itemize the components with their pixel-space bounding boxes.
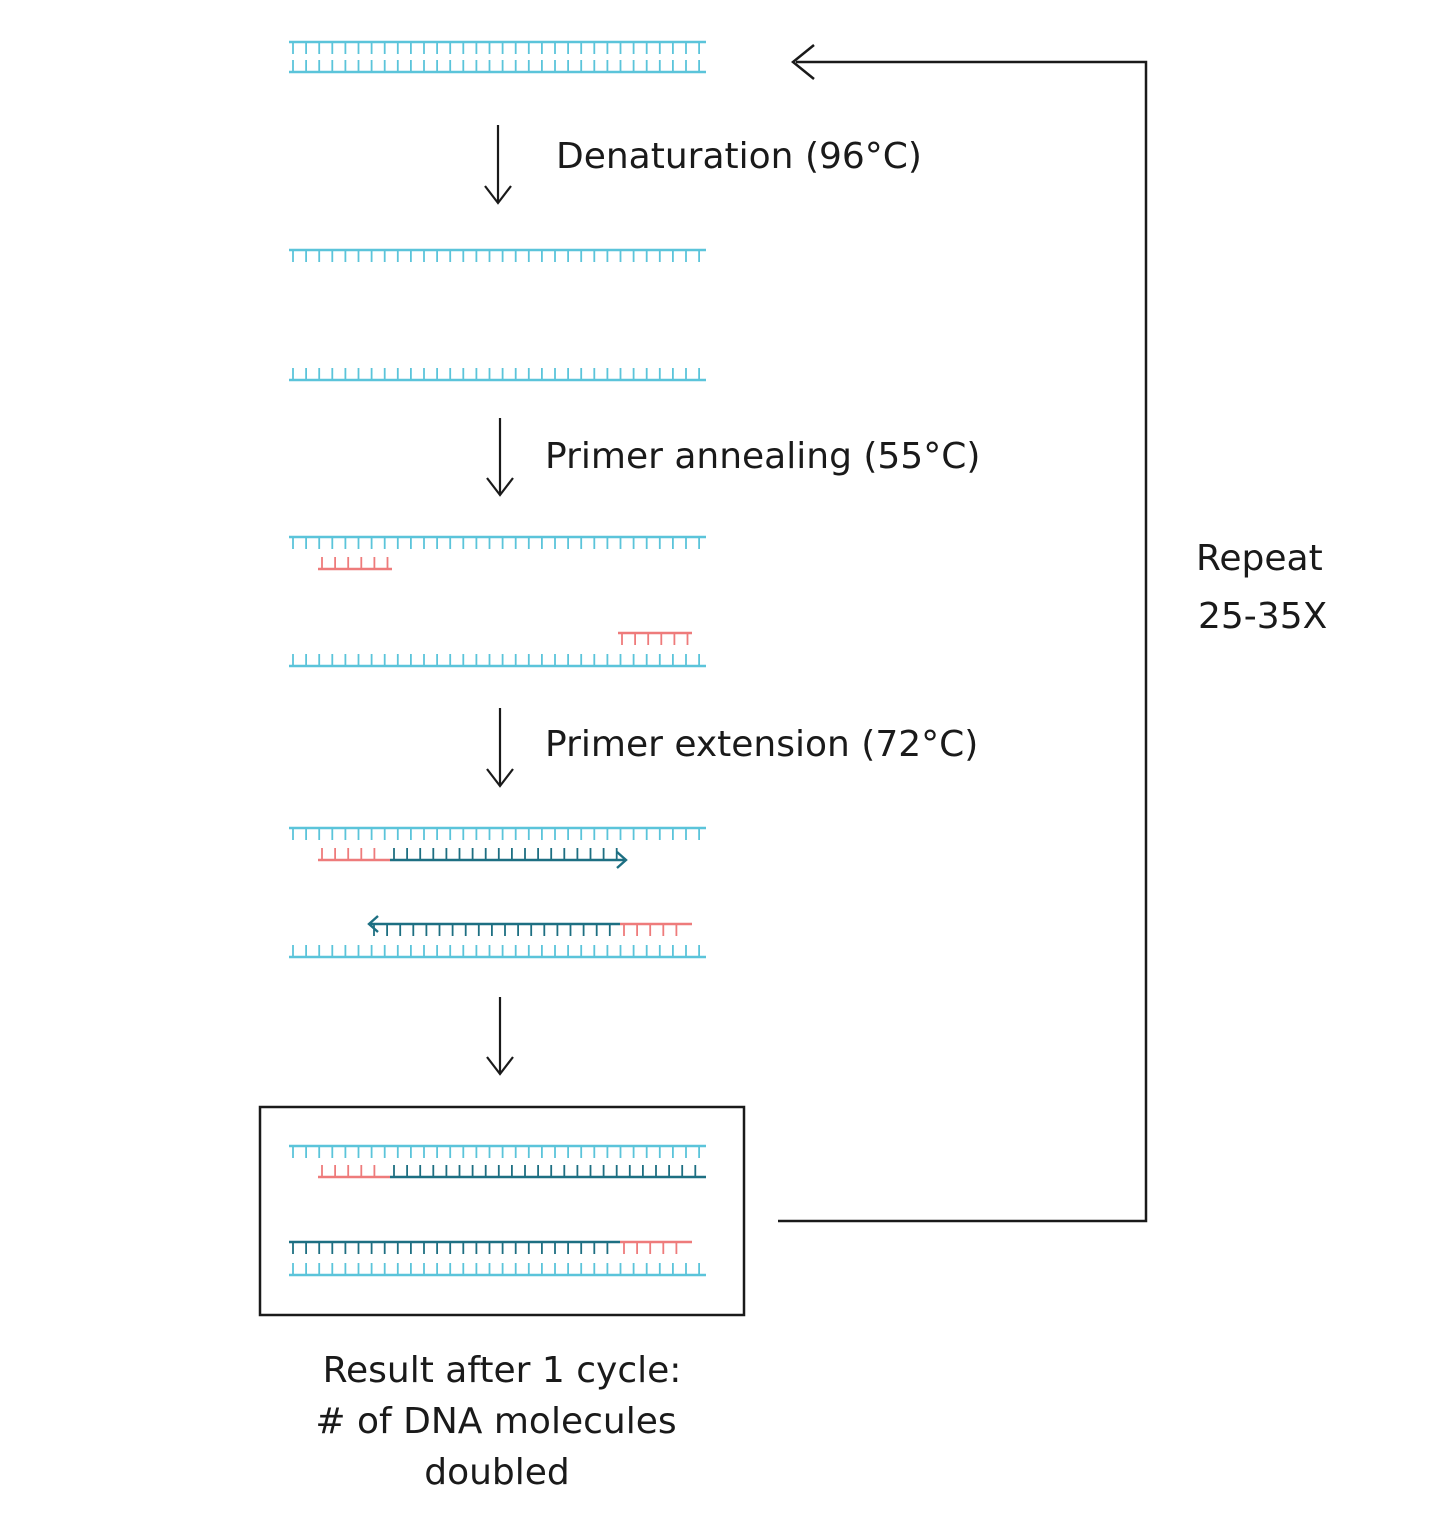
new-strand-reverse — [370, 922, 620, 936]
forward-primer — [318, 557, 392, 571]
template-strand-bottom — [289, 60, 706, 74]
result-caption-line3: doubled — [424, 1452, 570, 1493]
template-strand-bottom — [289, 1263, 706, 1277]
extension-arrow-left-icon — [367, 915, 379, 933]
template-strand-top — [289, 826, 706, 840]
repeat-count: 25-35X — [1198, 596, 1327, 637]
new-strand-forward — [390, 848, 625, 862]
forward-primer — [318, 1165, 390, 1179]
template-strand-bottom — [289, 945, 706, 959]
step-label-extension: Primer extension (72°C) — [545, 724, 978, 765]
reverse-primer — [620, 922, 692, 936]
template-strand-top — [289, 535, 706, 549]
loop-back-arrow-icon — [778, 44, 1148, 1223]
down-arrow-icon — [486, 418, 514, 497]
reverse-primer — [620, 1240, 692, 1254]
new-strand-forward — [390, 1165, 706, 1179]
template-strand-bottom — [289, 368, 706, 382]
step-label-denaturation: Denaturation (96°C) — [556, 136, 922, 177]
forward-primer — [318, 848, 390, 862]
initial-dsdna — [289, 40, 706, 74]
result-caption-line2: # of DNA molecules — [315, 1401, 676, 1442]
extension-arrow-right-icon — [616, 851, 628, 869]
down-arrow-icon — [484, 125, 512, 205]
extending-strands — [289, 826, 706, 959]
result-box — [258, 1105, 746, 1317]
result-dsdna — [289, 1144, 706, 1277]
down-arrow-icon — [486, 997, 514, 1076]
separated-strands — [289, 248, 706, 382]
repeat-label: Repeat — [1196, 538, 1323, 579]
annealed-primers — [289, 535, 706, 668]
new-strand-reverse — [289, 1240, 620, 1254]
template-strand-bottom — [289, 654, 706, 668]
template-strand-top — [289, 40, 706, 54]
result-caption-line1: Result after 1 cycle: — [323, 1350, 682, 1391]
down-arrow-icon — [486, 708, 514, 788]
template-strand-top — [289, 1144, 706, 1158]
template-strand-top — [289, 248, 706, 262]
step-label-annealing: Primer annealing (55°C) — [545, 436, 980, 477]
reverse-primer — [618, 631, 692, 645]
